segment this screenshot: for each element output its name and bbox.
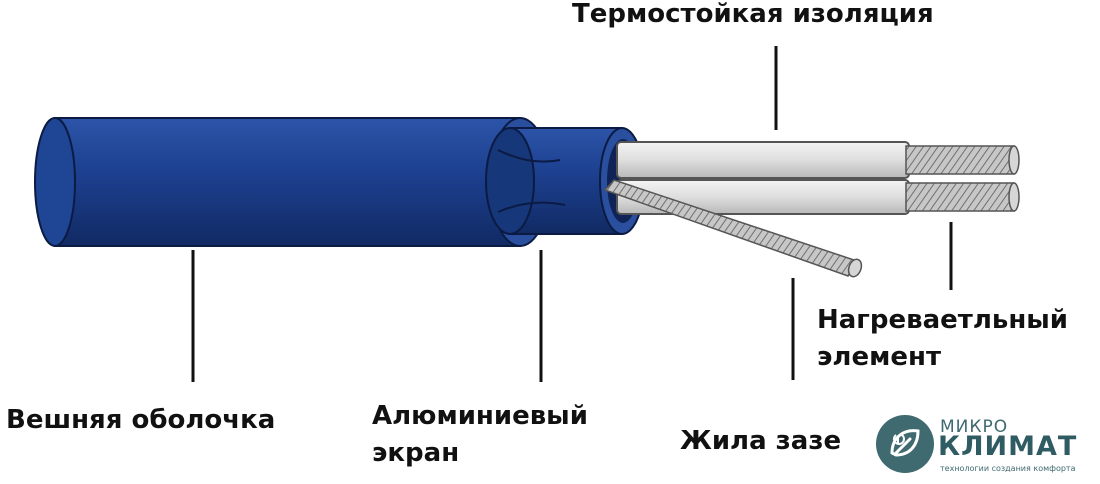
heating-conductors (616, 141, 1020, 215)
label-heating: Нагреваетльный элемент (817, 304, 1068, 375)
label-insulation: Термостойкая изоляция (572, 0, 934, 31)
label-aluminum: Алюминиевый экран (372, 400, 588, 471)
label-sheath-text: Вешняя оболочка (6, 405, 276, 435)
label-aluminum-line1: Алюминиевый (372, 401, 588, 431)
label-insulation-text: Термостойкая изоляция (572, 0, 934, 29)
logo-leaf-icon (876, 415, 934, 473)
logo-main-text: КЛИМАТ (938, 431, 1078, 462)
label-heating-line1: Нагреваетльный (817, 305, 1069, 335)
logo-top-text: МИКРО (940, 417, 1009, 437)
label-ground-text: Жила зазе (680, 426, 842, 456)
outer-sheath (34, 117, 551, 247)
label-ground: Жила зазе (680, 425, 841, 458)
logo-tagline: технологии создания комфорта (940, 464, 1076, 473)
ground-wire (603, 179, 863, 278)
label-sheath: Вешняя оболочка (6, 404, 275, 437)
label-aluminum-line2: экран (372, 438, 460, 469)
company-logo: МИКРО КЛИМАТ технологии создания комфорт… (872, 411, 1082, 477)
label-heating-line2: элемент (817, 342, 942, 373)
